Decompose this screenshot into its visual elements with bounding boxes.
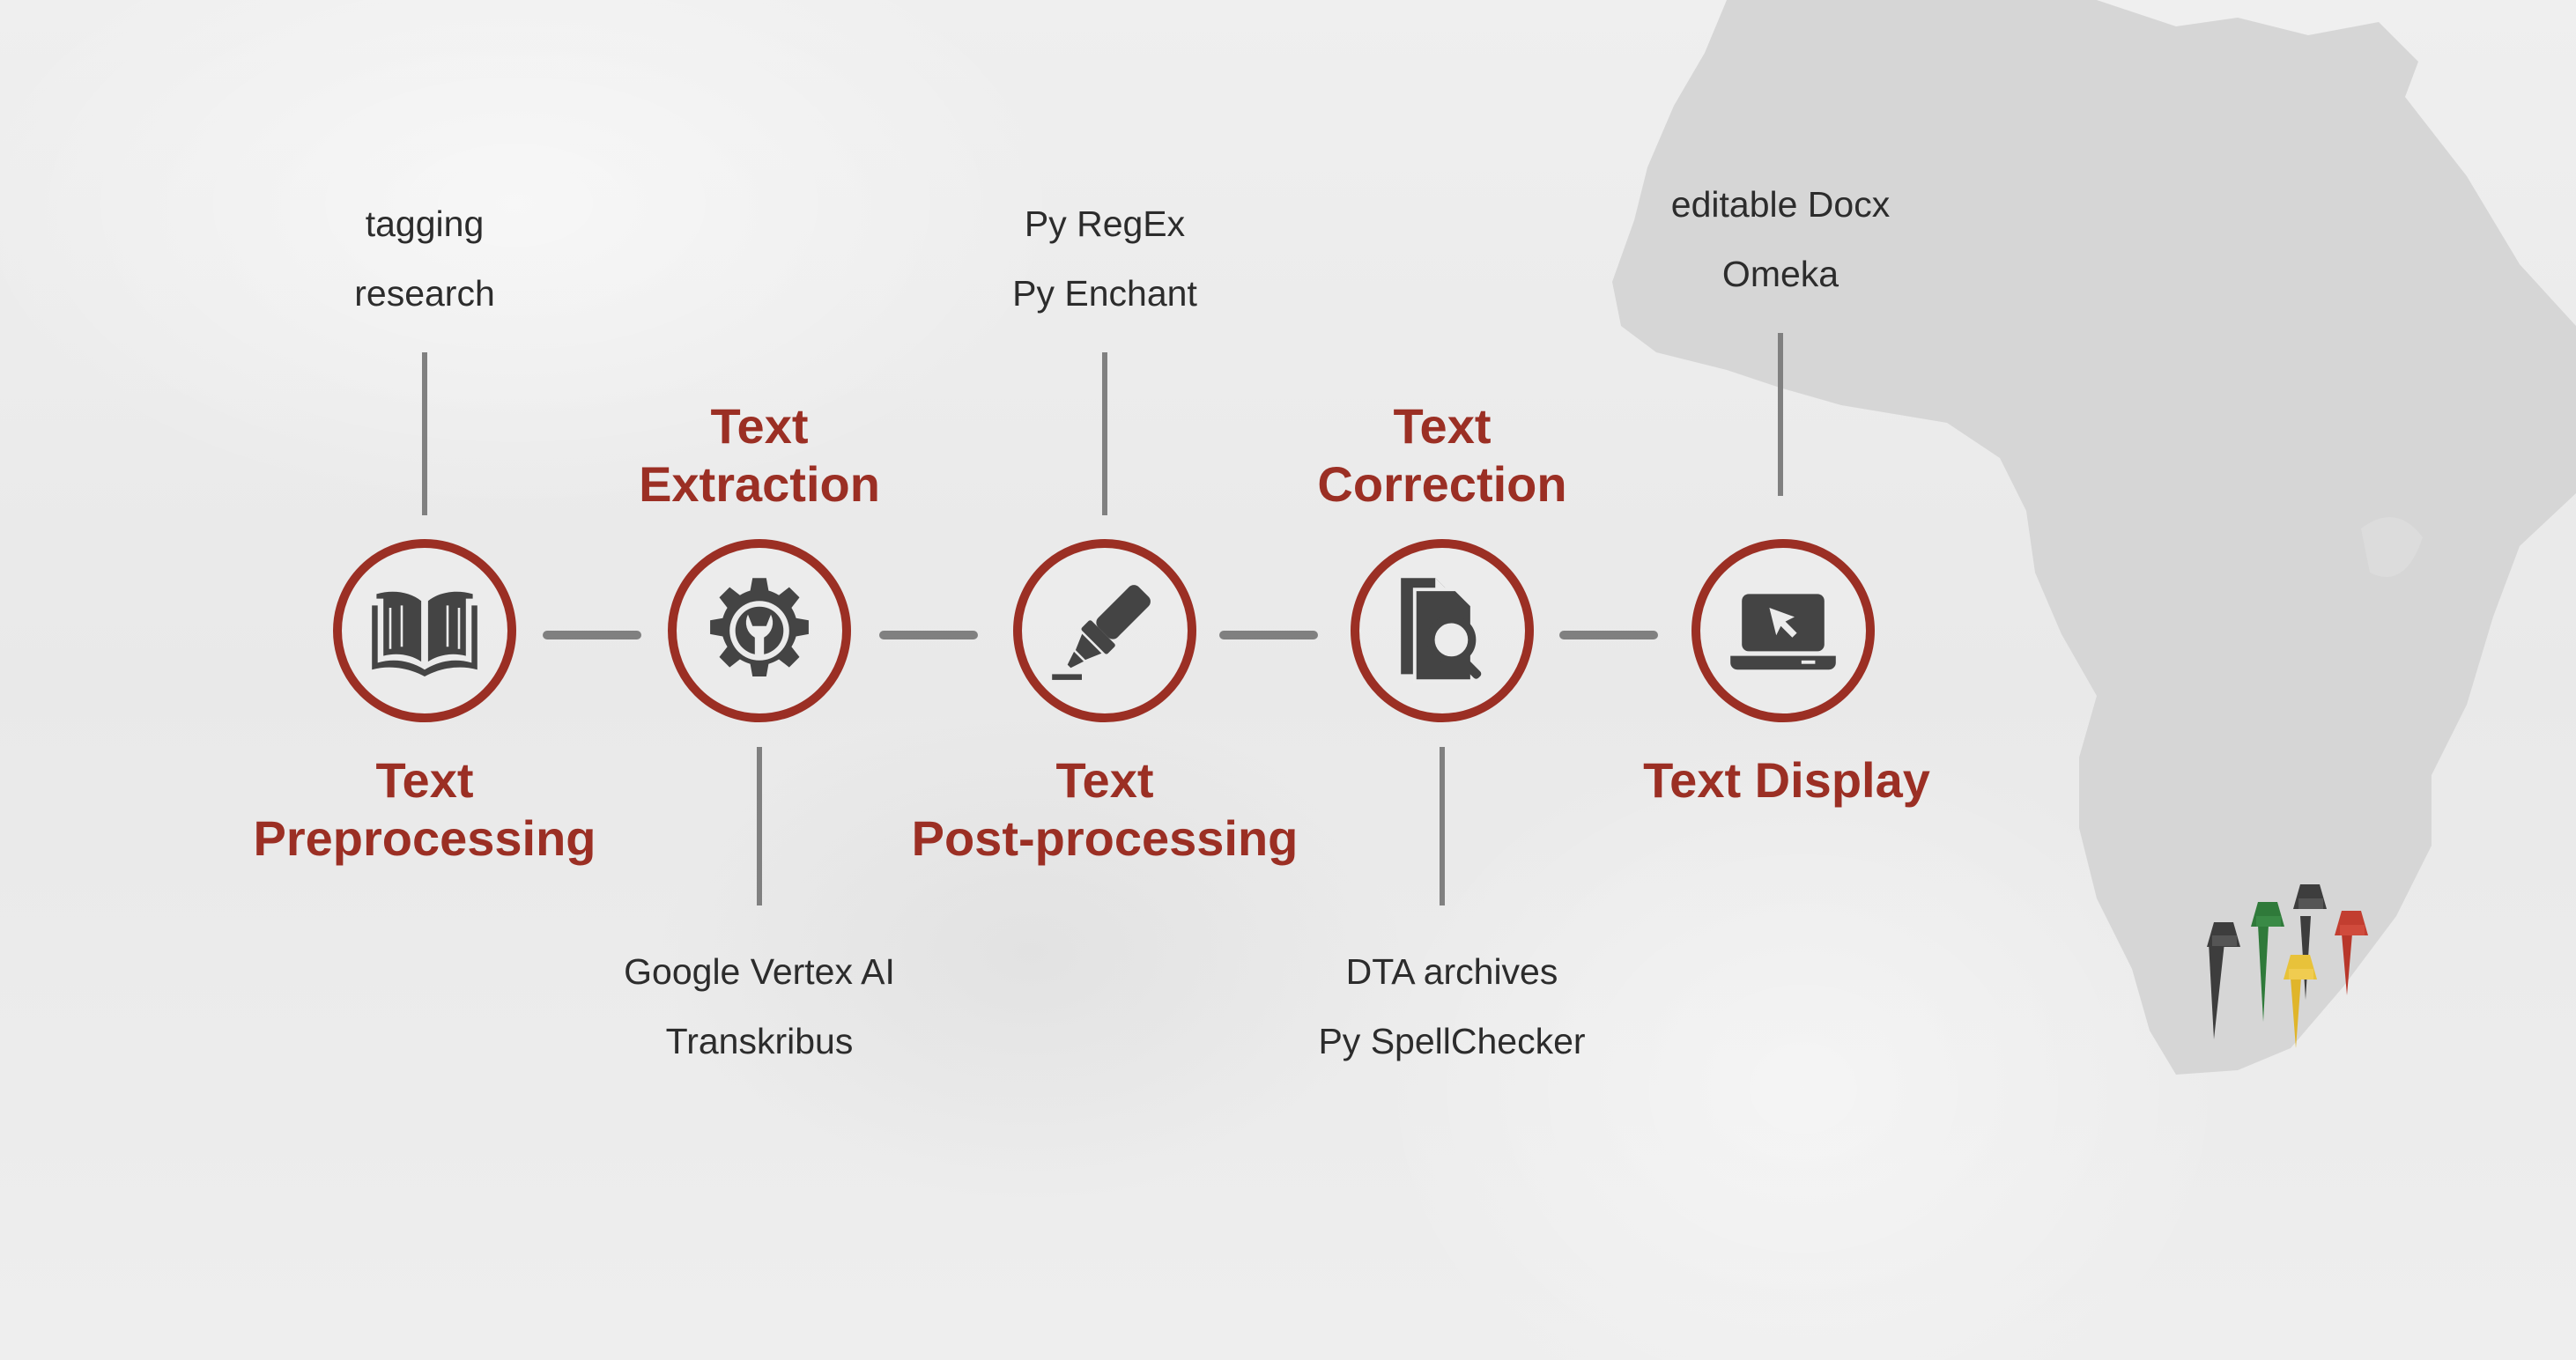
tool-label: Transkribus [665, 1021, 854, 1061]
tool-label: editable Docx [1670, 184, 1891, 225]
connector-2-3 [879, 631, 978, 639]
step-title-display: Text Display [1643, 752, 1930, 808]
tool-label: Py Enchant [1012, 273, 1197, 314]
tools-preprocessing: tagging research [204, 189, 645, 329]
tool-stem [1778, 333, 1783, 496]
pin-green [2251, 902, 2284, 1022]
step-title-preprocessing: Text Preprocessing [253, 752, 596, 866]
highlighter-icon [1052, 585, 1151, 680]
tool-label: tagging [365, 203, 485, 244]
tool-label: Py SpellChecker [1318, 1021, 1586, 1061]
step-title-extraction: Text Extraction [639, 398, 880, 512]
connector-1-2 [543, 631, 641, 639]
tool-stem [422, 352, 427, 515]
book-icon [372, 591, 477, 676]
laptop-cursor-icon [1730, 594, 1836, 670]
tool-stem [1102, 352, 1107, 515]
tool-label: research [354, 273, 495, 314]
node-postprocessing [1013, 539, 1196, 722]
node-correction [1351, 539, 1534, 722]
step-title-postprocessing: Text Post-processing [911, 752, 1299, 866]
tool-label: DTA archives [1345, 951, 1558, 992]
tools-correction: DTA archives Py SpellChecker [1232, 937, 1672, 1076]
step-title-correction: Text Correction [1317, 398, 1567, 512]
tools-extraction: Google Vertex AI Transkribus [539, 937, 980, 1076]
node-extraction [668, 539, 851, 722]
africa-map-silhouette [1612, 0, 2576, 1075]
pin-yellow [2284, 955, 2317, 1048]
tool-label: Py RegEx [1024, 203, 1186, 244]
node-display [1691, 539, 1875, 722]
tools-postprocessing: Py RegEx Py Enchant [885, 189, 1325, 329]
node-preprocessing [333, 539, 516, 722]
connector-4-5 [1559, 631, 1658, 639]
tool-label: Google Vertex AI [624, 951, 895, 992]
push-pins [2207, 884, 2368, 1048]
tool-stem [757, 747, 762, 905]
connector-3-4 [1219, 631, 1318, 639]
tool-stem [1440, 747, 1445, 905]
tools-display: editable Docx Omeka [1560, 170, 2001, 309]
tool-label: Omeka [1721, 254, 1839, 294]
gear-wrench-icon [710, 578, 809, 676]
pin-dark-1 [2207, 922, 2240, 1039]
pin-red [2335, 911, 2368, 995]
document-search-icon [1401, 578, 1482, 684]
